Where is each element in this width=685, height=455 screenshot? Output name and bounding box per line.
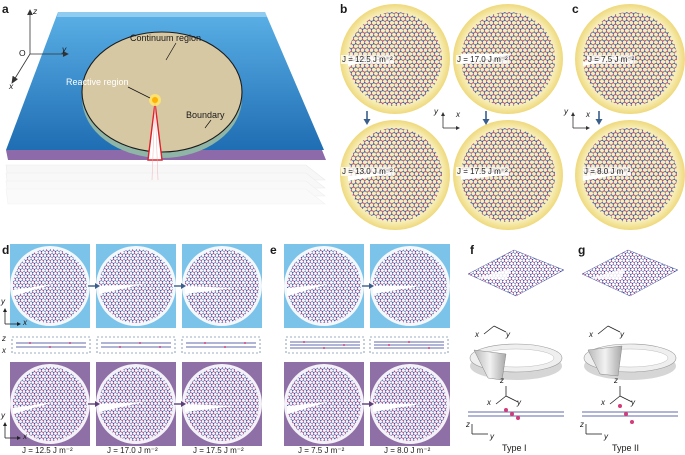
continuum-label: Continuum region [130,33,202,43]
tile-d-bot-3 [182,362,262,446]
panel-label-b: b [340,2,348,16]
strip-e [284,334,450,356]
panel-g-graphics [581,249,679,435]
axis-g-y2: y [631,398,635,407]
arrow-d-1 [88,283,100,289]
tile-e-top-2 [370,244,450,328]
tile-d-top-1 [10,244,90,328]
axis-g-z2: z [614,376,618,385]
axis-f-z3: z [466,420,470,429]
axis-c-x: x [586,110,590,119]
tile-d-top-3 [182,244,262,328]
axis-d-bot-x: x [23,432,27,441]
panel-a-axes [11,9,69,84]
j-label-d1: J = 12.5 J m⁻² [22,446,73,455]
axis-g-z3: z [580,420,584,429]
j-label-e1: J = 7.5 J m⁻² [298,446,345,455]
j-label-b2: J = 17.0 J m⁻² [456,55,509,64]
axis-c-icon [571,112,590,130]
j-label-b3: J = 13.0 J m⁻² [341,167,394,176]
j-label-d2: J = 17.0 J m⁻² [107,446,158,455]
axis-d-mid-z: z [2,334,6,343]
axis-g-x1: x [589,330,593,339]
axis-f-y1: y [506,330,510,339]
axis-b-icon [441,112,460,130]
panel-label-g: g [578,243,586,257]
disk-b1 [340,4,450,114]
j-label-e2: J = 8.0 J m⁻² [384,446,431,455]
axis-g-y1: y [620,330,624,339]
disk-b3 [340,120,450,230]
origin-label-a: O [19,48,26,58]
panel-label-f: f [470,243,474,257]
tile-e-top-1 [284,244,364,328]
j-label-c1: J = 7.5 J m⁻² [587,55,636,64]
panel-label-e: e [270,243,277,257]
arrow-d-4 [174,401,186,407]
strip-d [10,334,262,356]
panel-label-a: a [2,2,9,16]
arrow-b-right [482,111,490,125]
tile-e-bot-1 [284,362,364,446]
axis-d-mid-x: x [2,346,6,355]
tile-d-bot-2 [96,362,176,446]
reactive-label: Reactive region [66,77,129,87]
axis-d-bot-y: y [1,411,5,420]
boundary-label: Boundary [186,110,225,120]
axis-f-y2: y [517,398,521,407]
axis-f-z2: z [500,376,504,385]
axis-b-x: x [456,110,460,119]
tile-e-bot-2 [370,362,450,446]
axis-f-x2: x [487,398,491,407]
axis-g-x2: x [601,398,605,407]
panel-f-graphics [467,249,565,435]
j-label-b1: J = 12.5 J m⁻² [341,55,394,64]
panel-label-d: d [2,243,10,257]
panel-a-schematic [5,9,326,205]
arrow-e-1 [362,283,374,289]
arrow-e-2 [362,401,374,407]
arrow-d-2 [174,283,186,289]
axis-f-y3: y [490,432,494,441]
axis-f-x1: x [475,330,479,339]
axis-x-label-a: x [9,81,14,91]
j-label-b4: J = 17.5 J m⁻² [456,167,509,176]
axis-z-label-a: z [33,6,38,16]
crack [147,102,163,161]
axis-d-top-x: x [23,318,27,327]
arrow-d-3 [88,401,100,407]
continuum-disk [81,31,243,153]
arrow-c [595,111,603,125]
panel-label-c: c [572,2,579,16]
type-label-f: Type I [502,443,527,453]
axis-y-label-a: y [62,44,67,54]
axis-b-y: y [434,107,438,116]
axis-g-y3: y [604,432,608,441]
j-label-c2: J = 8.0 J m⁻² [583,167,632,176]
tile-d-bot-1 [10,362,90,446]
axis-c-y: y [564,107,568,116]
arrow-b-left [363,111,371,125]
tile-d-top-2 [96,244,176,328]
j-label-d3: J = 17.5 J m⁻² [193,446,244,455]
axis-d-bot-icon [3,422,21,440]
type-label-g: Type II [612,443,640,453]
axis-d-top-icon [3,308,21,326]
axis-d-top-y: y [1,297,5,306]
